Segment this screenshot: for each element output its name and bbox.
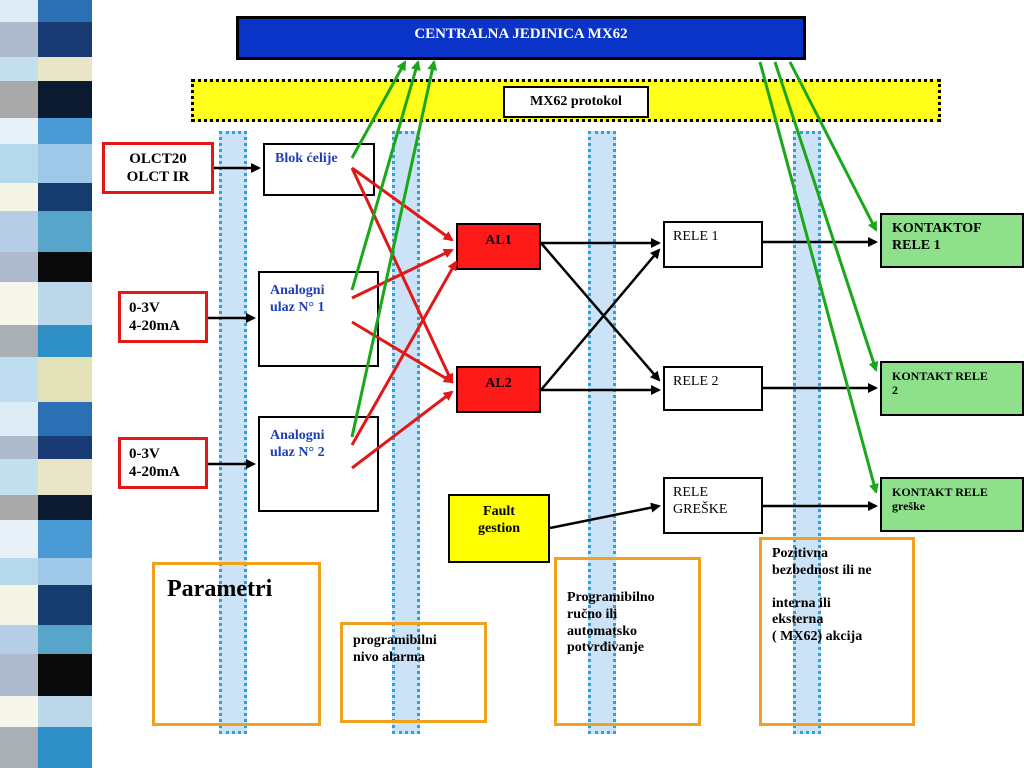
decorative-stripe-column: [0, 0, 118, 768]
contact-relay-2-box: KONTAKT RELE 2: [880, 361, 1024, 416]
acknowledge-note-line4: potvrđivanje: [567, 640, 644, 656]
alarm-level-note-line2: nivo alarma: [353, 649, 425, 665]
parameters-note-title: Parametri: [167, 576, 273, 602]
contact-relay-1-line1: KONTAKTOF: [892, 221, 982, 236]
fault-line2: gestion: [478, 520, 520, 536]
alarm-level-note-line1: programibilni: [353, 633, 437, 648]
acknowledge-note-line1: Programibilno: [567, 590, 655, 605]
fault-line1: Fault: [483, 504, 515, 519]
contact-relay-2-line2: 2: [892, 383, 898, 398]
contact-relay-fault-box: KONTAKT RELE greške: [880, 477, 1024, 532]
cell-block-box: Blok ćelije: [263, 143, 375, 196]
relay-fault-box: RELE GREŠKE: [663, 477, 763, 534]
contact-relay-1-box: KONTAKTOF RELE 1: [880, 213, 1024, 268]
input-1-range-voltage: 0-3V: [129, 300, 160, 316]
input-1-range-current: 4-20mA: [129, 318, 180, 334]
relay-2-box: RELE 2: [663, 366, 763, 411]
relay-fault-line2: GREŠKE: [673, 501, 728, 517]
protocol-label: MX62 protokol: [503, 86, 649, 118]
contact-relay-fault-line2: greške: [892, 499, 926, 514]
olct-line2: OLCT IR: [126, 169, 190, 185]
input-2-range-current: 4-20mA: [129, 464, 180, 480]
fault-gestion-box: Fault gestion: [448, 494, 550, 563]
analog-channel-1-line2: ulaz N° 1: [270, 299, 325, 315]
relay-fault-line1: RELE: [673, 485, 708, 500]
analog-channel-1-line1: Analogni: [270, 283, 325, 298]
acknowledge-note-line3: automatsko: [567, 623, 638, 639]
safety-note-line3: interna ili: [772, 595, 831, 611]
analog-channel-2-line1: Analogni: [270, 428, 325, 443]
acknowledge-note-box: Programibilno ručno ili automatsko potvr…: [554, 557, 701, 726]
parameters-note-box: Parametri: [152, 562, 321, 726]
contact-relay-1-line2: RELE 1: [892, 237, 941, 253]
relay-2-label: RELE 2: [673, 374, 719, 389]
contact-relay-2-line1: KONTAKT RELE: [892, 369, 988, 383]
cell-block-label: Blok ćelije: [275, 151, 338, 166]
olct-line1: OLCT20: [129, 151, 187, 167]
safety-note-line4: eksterna: [772, 612, 824, 628]
safety-note-spacer: [772, 580, 902, 596]
parameter-bus-1: [219, 131, 247, 734]
alarm-al2-box: AL2: [456, 366, 541, 413]
alarm-al1-box: AL1: [456, 223, 541, 270]
alarm-level-note-box: programibilni nivo alarma: [340, 622, 487, 723]
parameter-bus-3: [588, 131, 616, 734]
central-unit-banner: CENTRALNA JEDINICA MX62: [236, 16, 806, 60]
acknowledge-note-line2: ručno ili: [567, 606, 618, 622]
safety-note-line1: Pozitivna: [772, 546, 828, 561]
analog-channel-2-line2: ulaz N° 2: [270, 444, 325, 460]
analog-channel-2-box: Analogni ulaz N° 2: [258, 416, 379, 512]
analog-channel-1-box: Analogni ulaz N° 1: [258, 271, 379, 367]
input-2-range-voltage: 0-3V: [129, 446, 160, 462]
relay-1-box: RELE 1: [663, 221, 763, 268]
analog-input-1-source: 0-3V 4-20mA: [118, 291, 208, 343]
relay-1-label: RELE 1: [673, 229, 719, 244]
safety-note-line5: ( MX62) akcija: [772, 629, 863, 645]
safety-note-line2: bezbednost ili ne: [772, 562, 872, 578]
contact-relay-fault-line1: KONTAKT RELE: [892, 485, 988, 499]
analog-input-2-source: 0-3V 4-20mA: [118, 437, 208, 489]
olct-sensor-box: OLCT20 OLCT IR: [102, 142, 214, 194]
safety-note-box: Pozitivna bezbednost ili ne interna ili …: [759, 537, 915, 726]
